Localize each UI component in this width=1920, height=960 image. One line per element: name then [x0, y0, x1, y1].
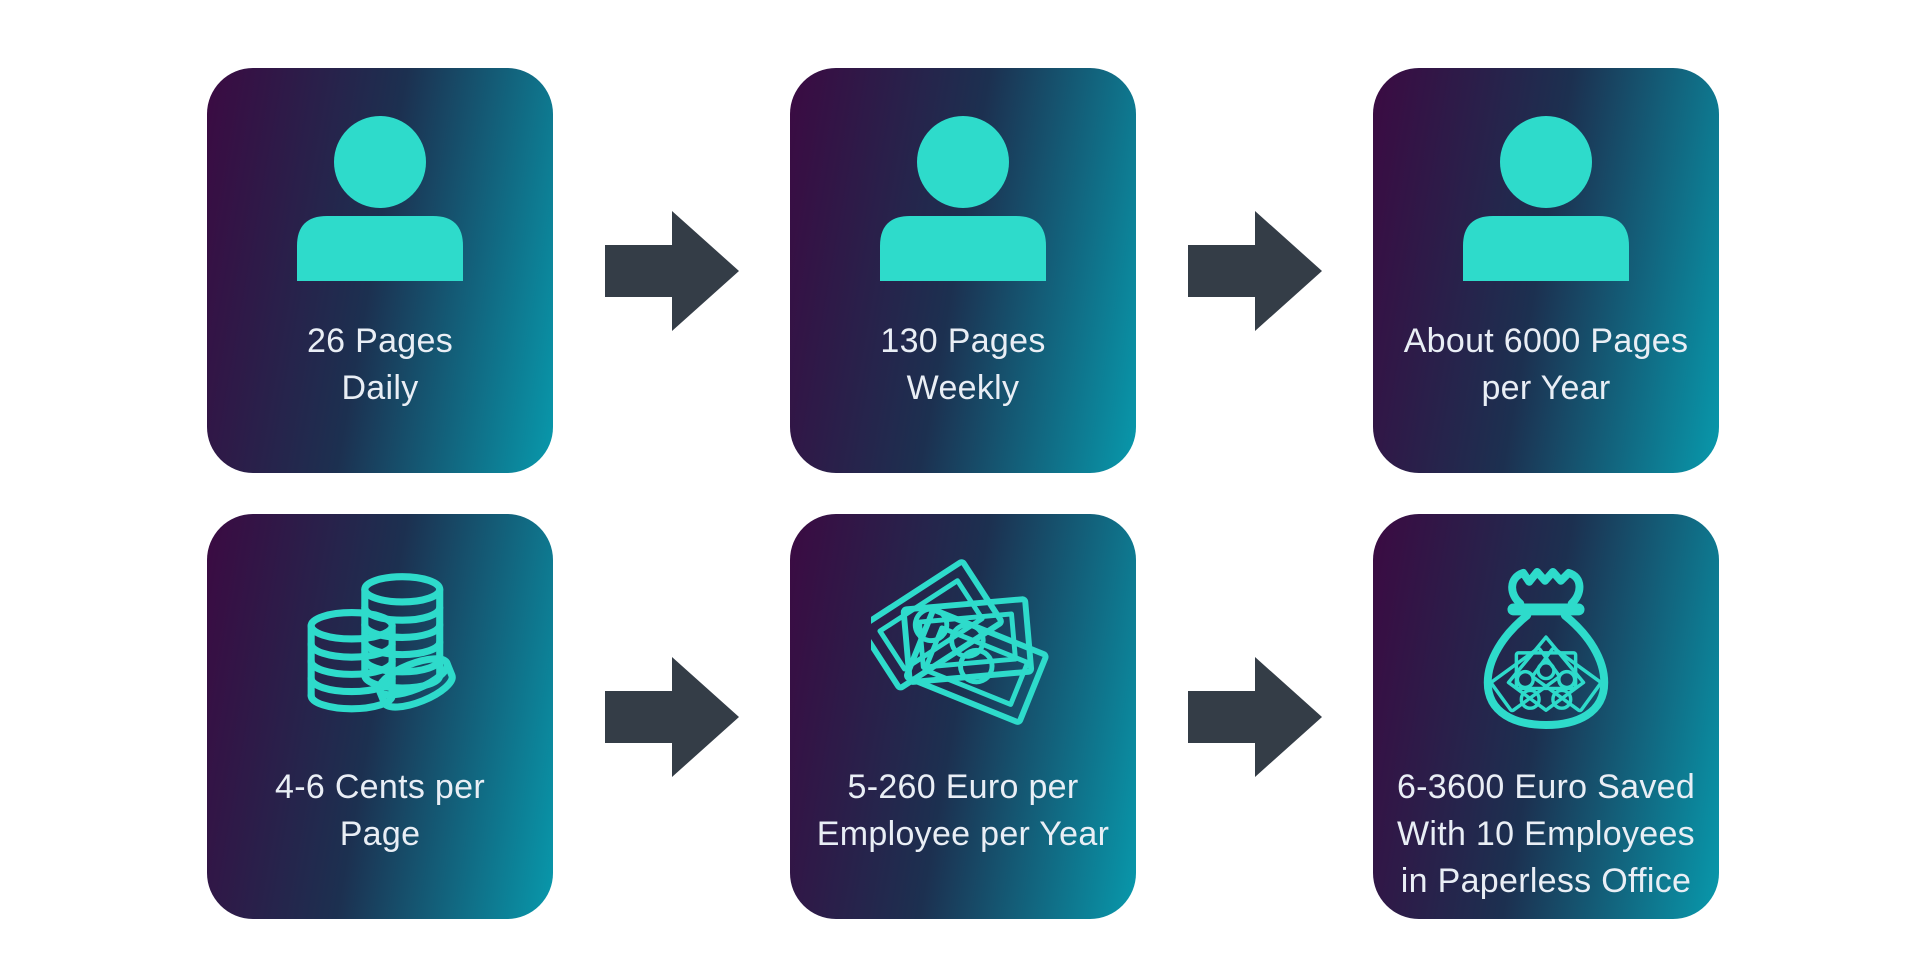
card-label-line: Page	[339, 815, 421, 853]
flow-arrow	[1136, 210, 1373, 331]
card-label-line: 130 Pages	[880, 322, 1046, 360]
card-label-line: 4-6 Cents per	[275, 768, 485, 806]
card-label-line: 5-260 Euro per	[847, 768, 1079, 806]
card-label: About 6000 Pages per Year	[1381, 318, 1711, 412]
money-bag-icon	[1373, 542, 1719, 747]
card-label: 130 Pages Weekly	[798, 318, 1128, 412]
card-daily-pages: 26 Pages Daily	[207, 68, 553, 473]
arrow-right-icon	[1187, 656, 1322, 777]
card-savings: 6-3600 Euro Saved With 10 Employees in P…	[1373, 514, 1719, 919]
coins-icon	[207, 542, 553, 747]
arrow-right-icon	[604, 210, 739, 331]
card-label: 5-260 Euro per Employee per Year	[798, 764, 1128, 858]
person-icon	[790, 96, 1136, 301]
card-label: 26 Pages Daily	[215, 318, 545, 412]
person-icon	[207, 96, 553, 301]
card-label-line: About 6000 Pages	[1403, 322, 1689, 360]
person-icon	[1373, 96, 1719, 301]
card-label-line: in Paperless Office	[1400, 862, 1692, 900]
card-cost-per-employee: 5-260 Euro per Employee per Year	[790, 514, 1136, 919]
card-label-line: 26 Pages	[306, 322, 454, 360]
flow-row-costs: 4-6 Cents per Page	[207, 514, 1719, 919]
flow-arrow	[553, 656, 790, 777]
card-label-line: Daily	[341, 369, 419, 407]
card-label-line: Employee per Year	[816, 815, 1110, 853]
card-label-line: Weekly	[906, 369, 1020, 407]
card-label-line: With 10 Employees	[1396, 815, 1695, 853]
card-label-line: 6-3600 Euro Saved	[1396, 768, 1696, 806]
card-cost-per-page: 4-6 Cents per Page	[207, 514, 553, 919]
card-yearly-pages: About 6000 Pages per Year	[1373, 68, 1719, 473]
card-label: 4-6 Cents per Page	[215, 764, 545, 858]
flow-arrow	[553, 210, 790, 331]
card-label: 6-3600 Euro Saved With 10 Employees in P…	[1381, 764, 1711, 905]
card-label-line: per Year	[1481, 369, 1611, 407]
arrow-right-icon	[604, 656, 739, 777]
arrow-right-icon	[1187, 210, 1322, 331]
card-weekly-pages: 130 Pages Weekly	[790, 68, 1136, 473]
flow-arrow	[1136, 656, 1373, 777]
money-bills-icon	[790, 542, 1136, 747]
flow-row-pages: 26 Pages Daily 130 Pages Weekly	[207, 68, 1719, 473]
